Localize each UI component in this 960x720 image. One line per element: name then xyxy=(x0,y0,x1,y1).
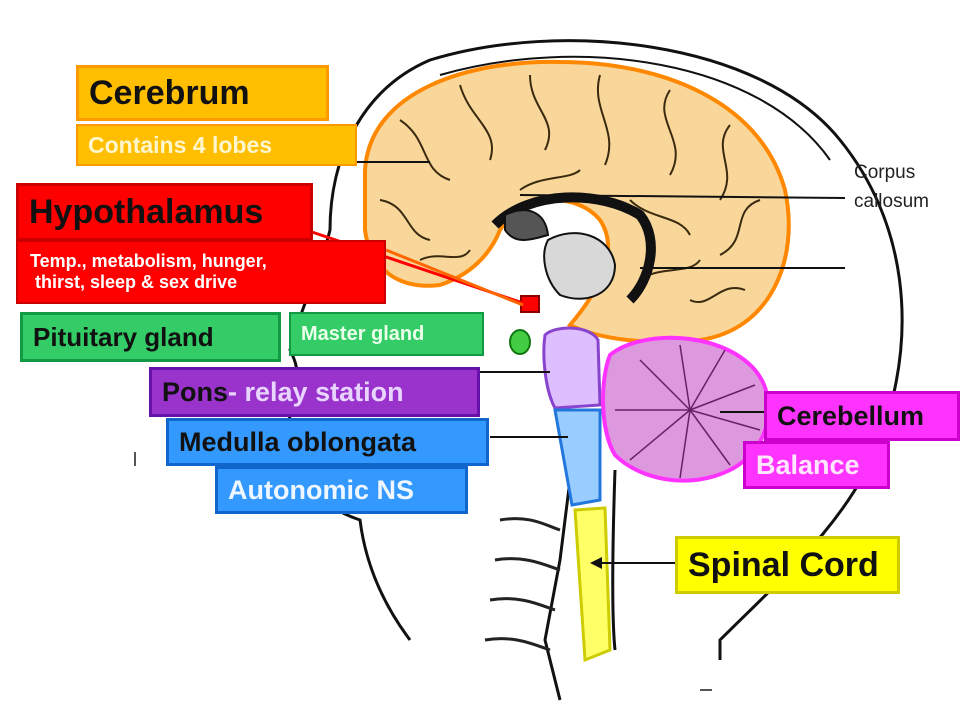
spinal-cord-shape xyxy=(573,506,612,663)
medulla-shape xyxy=(553,408,602,507)
cerebellum-shape xyxy=(601,335,771,483)
pons-term: Pons xyxy=(162,376,229,407)
corpus-line-1: Corpus xyxy=(854,162,916,183)
cerebrum-desc-label: Contains 4 lobes xyxy=(76,124,357,166)
vertebrae xyxy=(484,517,561,652)
hypothalamus-desc-line-1: Temp., metabolism, hunger, xyxy=(30,251,267,271)
pons-label: Pons- relay station xyxy=(149,367,480,417)
corpus-callosum xyxy=(491,192,656,304)
medulla-label: Medulla oblongata xyxy=(166,418,489,466)
pons-shape xyxy=(542,326,602,410)
pituitary-shape xyxy=(509,329,531,355)
ventricle xyxy=(504,209,550,241)
thalamus xyxy=(543,232,617,300)
cerebrum-folds xyxy=(379,74,761,303)
cerebellum-label: Cerebellum xyxy=(764,391,960,441)
hypothalamus-pointer-2 xyxy=(385,248,524,307)
corpus-callosum-label: Corpus callosum xyxy=(854,158,929,216)
medulla-desc-label: Autonomic NS xyxy=(215,466,468,514)
pons-desc: - relay station xyxy=(228,376,404,407)
hypothalamus-shape xyxy=(520,295,540,313)
neck-outline xyxy=(543,469,617,701)
skull-inner-line xyxy=(439,55,831,161)
spinal-arrowhead xyxy=(590,557,602,569)
cerebrum-label: Cerebrum xyxy=(76,65,329,121)
hypothalamus-label: Hypothalamus xyxy=(16,183,313,241)
spinal-cord-label: Spinal Cord xyxy=(675,536,900,594)
cerebellum-desc-label: Balance xyxy=(743,441,890,489)
corpus-line-2: callosum xyxy=(854,191,929,212)
hypothalamus-desc-label: Temp., metabolism, hunger, thirst, sleep… xyxy=(16,240,386,304)
pituitary-label: Pituitary gland xyxy=(20,312,281,362)
hypothalamus-desc-line-2: thirst, sleep & sex drive xyxy=(35,272,238,292)
pituitary-desc-label: Master gland xyxy=(289,312,484,356)
cerebellum-folia xyxy=(615,344,761,479)
